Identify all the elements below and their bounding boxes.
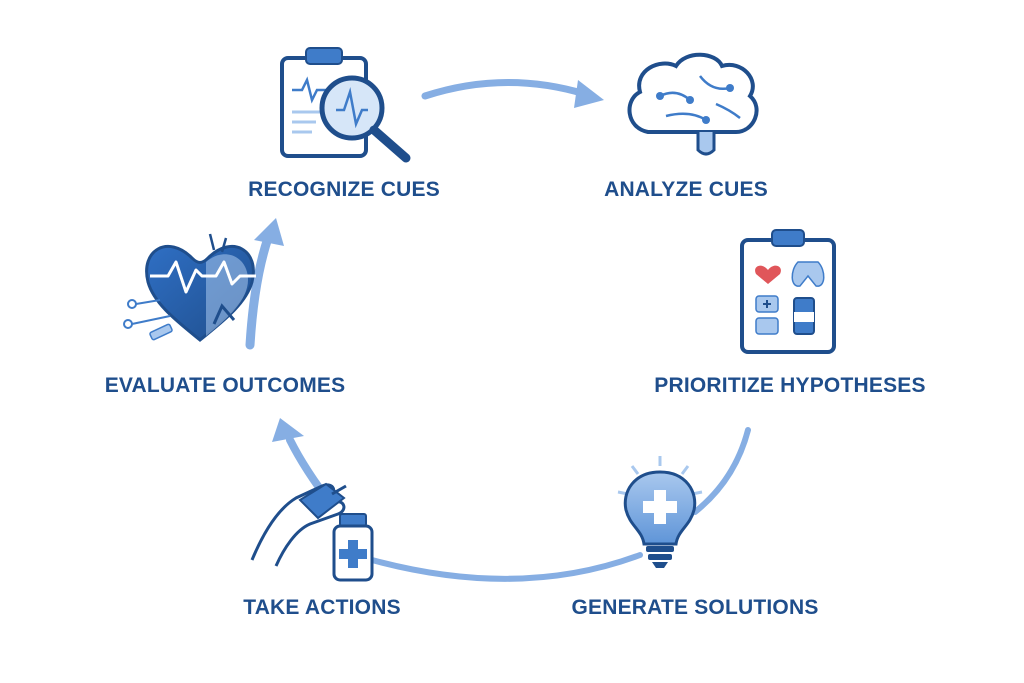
arrow-recognize-to-analyze <box>421 78 604 108</box>
step-label-recognize-cues: RECOGNIZE CUES <box>248 178 440 201</box>
step-label-prioritize-hypotheses: PRIORITIZE HYPOTHESES <box>654 374 926 397</box>
step-label-generate-solutions: GENERATE SOLUTIONS <box>571 596 819 619</box>
step-label-evaluate-outcomes: EVALUATE OUTCOMES <box>104 374 346 397</box>
arrow-prioritize-to-generate <box>692 427 751 515</box>
step-label-take-actions: TAKE ACTIONS <box>243 596 401 619</box>
clipboard-checklist-icon <box>740 229 836 354</box>
step-label-analyze-cues: ANALYZE CUES <box>604 178 768 201</box>
lightbulb-cross-icon <box>617 456 703 568</box>
hand-medicine-icon <box>250 482 374 582</box>
arrow-generate-to-take <box>369 552 643 582</box>
heart-pulse-icon <box>123 233 256 342</box>
brain-circuit-icon <box>627 52 759 156</box>
arrow-evaluate-to-recognize <box>245 218 284 350</box>
clipboard-magnifier-icon <box>280 47 411 163</box>
